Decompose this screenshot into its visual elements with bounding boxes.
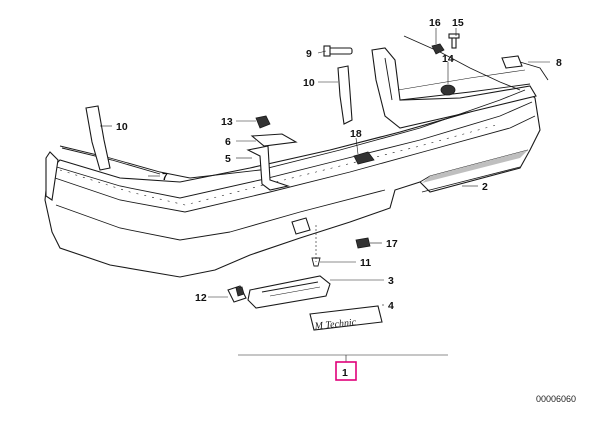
part-12-clip: [227, 285, 247, 303]
trim-strip-7: [59, 145, 191, 179]
trim-strip-upper: [189, 89, 526, 179]
callout-7[interactable]: 7: [162, 171, 168, 183]
cable-8: [403, 35, 521, 91]
selected-callout-1[interactable]: 1: [335, 361, 357, 381]
screw-15: [448, 33, 460, 49]
callout-14[interactable]: 14: [442, 53, 454, 65]
leader-lines: [100, 28, 550, 362]
clip-18: [353, 151, 375, 165]
nut-13: [255, 115, 271, 129]
callout-17[interactable]: 17: [386, 238, 398, 250]
callout-18[interactable]: 18: [350, 128, 362, 140]
selected-callout-box[interactable]: [335, 361, 357, 381]
callout-6[interactable]: 6: [225, 136, 231, 148]
upper-carrier: [371, 47, 537, 129]
callout-1[interactable]: 1: [342, 367, 348, 379]
screw-11: [311, 225, 321, 267]
callout-12[interactable]: 12: [195, 292, 207, 304]
nut-16: [431, 43, 445, 55]
bracket-6: [250, 133, 298, 147]
bolt-9: [323, 45, 353, 57]
callout-8[interactable]: 8: [556, 57, 562, 69]
clip-17: [355, 237, 371, 249]
strip-10-left: [85, 105, 111, 171]
callout-10-right[interactable]: 10: [303, 77, 315, 89]
callout-labels: 16 15 9 8 14 10 10 13 18 6 5 7 2 17 11 3…: [116, 17, 562, 312]
callout-11[interactable]: 11: [360, 257, 371, 269]
callout-10-left[interactable]: 10: [116, 121, 128, 133]
callout-13[interactable]: 13: [221, 116, 233, 128]
strip-10-right: [337, 65, 353, 125]
m-technic-badge: M Technic: [309, 305, 383, 332]
part-3-housing: [247, 275, 331, 309]
callout-5[interactable]: 5: [225, 153, 231, 165]
callout-16[interactable]: 16: [429, 17, 441, 29]
bracket-5: [246, 145, 291, 191]
grommet-14: [440, 84, 456, 96]
drawing-code: 00006060: [536, 394, 576, 404]
badge-label: M Technic: [313, 317, 357, 332]
callout-4[interactable]: 4: [388, 300, 394, 312]
callout-3[interactable]: 3: [388, 275, 394, 287]
callout-15[interactable]: 15: [452, 17, 464, 29]
bumper-shell: [44, 91, 541, 278]
callout-9[interactable]: 9: [306, 48, 312, 60]
callout-2[interactable]: 2: [482, 181, 488, 193]
